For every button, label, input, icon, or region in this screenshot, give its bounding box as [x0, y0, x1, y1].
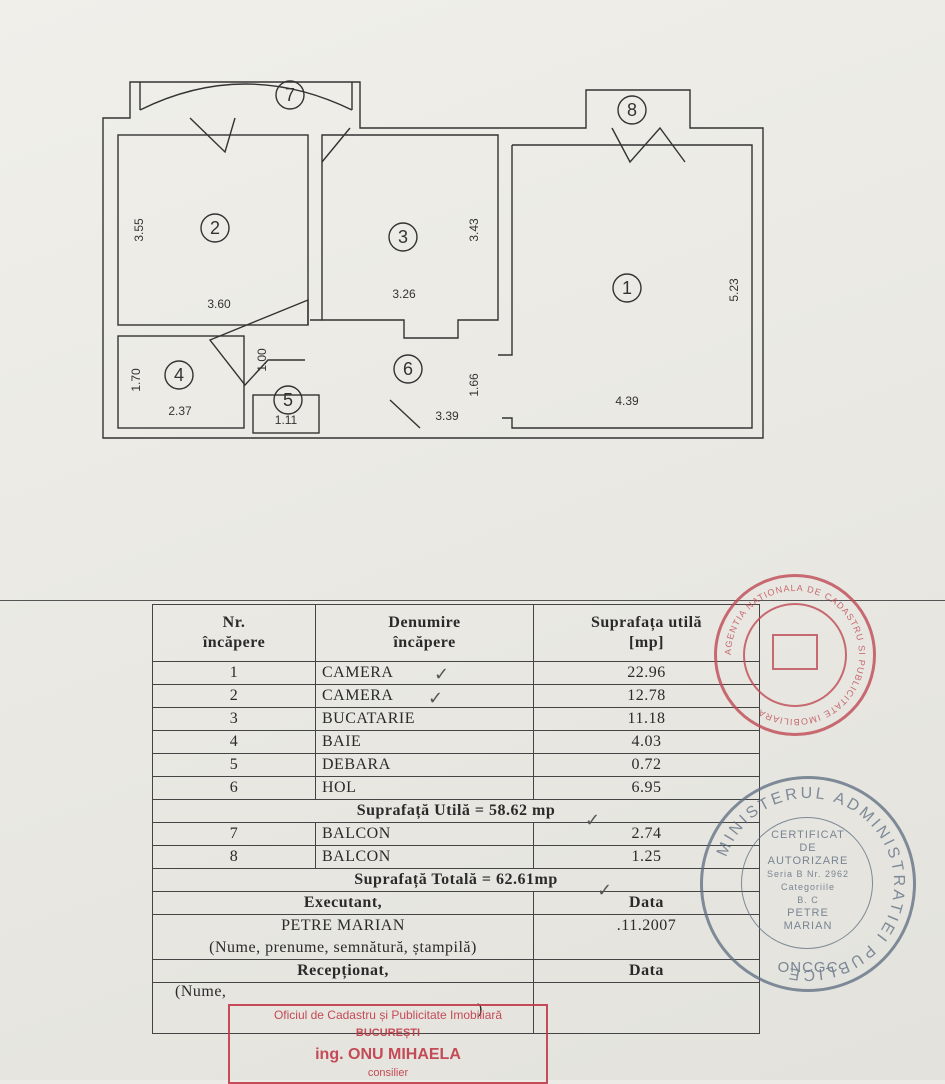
dim-r5-width: 1.11 — [275, 413, 298, 427]
dim-r4-width: 2.37 — [168, 404, 192, 418]
room-2-walls — [117, 134, 309, 326]
stamp-line: Categoriile — [780, 882, 836, 892]
outer-wall — [102, 81, 764, 439]
room-number-8: 8 — [627, 100, 637, 120]
blue-round-stamp: MINISTERUL ADMINISTRATIEI PUBLICE CERTIF… — [700, 776, 916, 992]
header-suprafata-1: Suprafața utilă — [590, 614, 703, 631]
room-number-2: 2 — [210, 218, 220, 238]
red-stamp-ring-text: AGENTIA NATIONALA DE CADASTRU SI PUBLICI… — [723, 583, 867, 727]
stamp-line: consilier — [367, 1067, 409, 1079]
room-number-7: 7 — [285, 85, 295, 105]
table-header: Nr. încăpere Denumire încăpere Suprafața u… — [152, 604, 760, 662]
check-mark-icon: ✓ — [434, 664, 450, 685]
data-label-2: Data — [533, 959, 760, 983]
blue-stamp-ring-text: MINISTERUL ADMINISTRATIEI PUBLICE — [714, 785, 904, 983]
check-mark-icon: ✓ — [428, 688, 444, 709]
balcony-7-arc — [139, 83, 353, 111]
signature-hint: (Nume, prenume, semnătură, ștampilă) — [152, 937, 534, 960]
stamp-line: B. C — [797, 895, 819, 905]
header-nr-2: încăpere — [202, 634, 266, 651]
table-total-row: Suprafață Utilă = 58.62 mp — [152, 799, 760, 823]
receptionat-hint-end: ) — [477, 1001, 483, 1018]
executant-label: Executant, — [152, 891, 534, 915]
room-number-1: 1 — [622, 278, 632, 298]
header-nr-1: Nr. — [222, 614, 246, 631]
dim-r2-width: 3.60 — [207, 297, 231, 311]
page-fold-line — [0, 600, 945, 601]
svg-text:AGENTIA NATIONALA DE CADASTRU: AGENTIA NATIONALA DE CADASTRU SI PUBLICI… — [723, 583, 867, 727]
room-number-5: 5 — [283, 390, 293, 410]
dim-r1-height: 5.23 — [727, 278, 741, 302]
room-3-walls — [321, 134, 499, 339]
executant-name: PETRE MARIAN — [152, 914, 534, 937]
stamp-line: Seria B Nr. 2962 — [766, 869, 850, 879]
header-denumire-2: încăpere — [393, 634, 456, 651]
stamp-line: ing. ONU MIHAELA — [315, 1046, 461, 1063]
stamp-line: Oficiul de Cadastru și Publicitate Imobi… — [273, 1008, 503, 1022]
room-1-walls — [502, 144, 753, 429]
dim-r4-height: 1.70 — [129, 368, 143, 392]
stamp-line: CERTIFICAT — [771, 829, 845, 841]
red-round-stamp: AGENTIA NATIONALA DE CADASTRU SI PUBLICI… — [714, 574, 876, 736]
header-suprafata-2: [mp] — [629, 634, 664, 651]
room-number-6: 6 — [403, 359, 413, 379]
dim-hol-diag: 1.00 — [255, 348, 269, 372]
suprafata-totala: Suprafață Totală = 62.61mp — [152, 868, 760, 892]
room-number-4: 4 — [174, 365, 184, 385]
dim-r2-height: 3.55 — [132, 218, 146, 242]
floor-plan: 7 8 2 3 1 4 6 5 3.60 3.26 4.39 2.37 1.11… — [102, 80, 764, 439]
stamp-line: DE — [799, 842, 817, 854]
stamp-line: PETRE — [787, 907, 829, 919]
dim-r3-width: 3.26 — [392, 287, 416, 301]
dim-r1-width: 4.39 — [615, 394, 639, 408]
stamp-line: MARIAN — [783, 920, 833, 932]
rooms-table: Nr. încăpere Denumire încăpere Suprafața u… — [152, 604, 760, 1034]
header-denumire-1: Denumire — [388, 614, 461, 631]
room-5-walls — [252, 394, 320, 434]
stamp-line: BUCUREȘTI — [355, 1027, 421, 1039]
table-total-row: Suprafață Totală = 62.61mp — [152, 868, 760, 892]
receptionat-hint: (Nume, — [175, 983, 227, 1000]
red-rect-stamp: Oficiul de Cadastru și Publicitate Imobi… — [228, 1004, 548, 1084]
stamp-line: AUTORIZARE — [767, 855, 849, 867]
receptionat-label: Recepționat, — [152, 959, 534, 983]
dim-hol-height: 1.66 — [467, 373, 481, 397]
stamp-bottom: ONCGC — [777, 959, 839, 976]
dim-hol-width: 3.39 — [435, 409, 459, 423]
check-mark-icon: ✓ — [585, 810, 601, 831]
room-4-walls — [117, 335, 245, 429]
check-mark-icon: ✓ — [597, 880, 613, 901]
suprafata-utila: Suprafață Utilă = 58.62 mp — [152, 799, 760, 823]
dim-r3-height: 3.43 — [467, 218, 481, 242]
room-number-3: 3 — [398, 227, 408, 247]
